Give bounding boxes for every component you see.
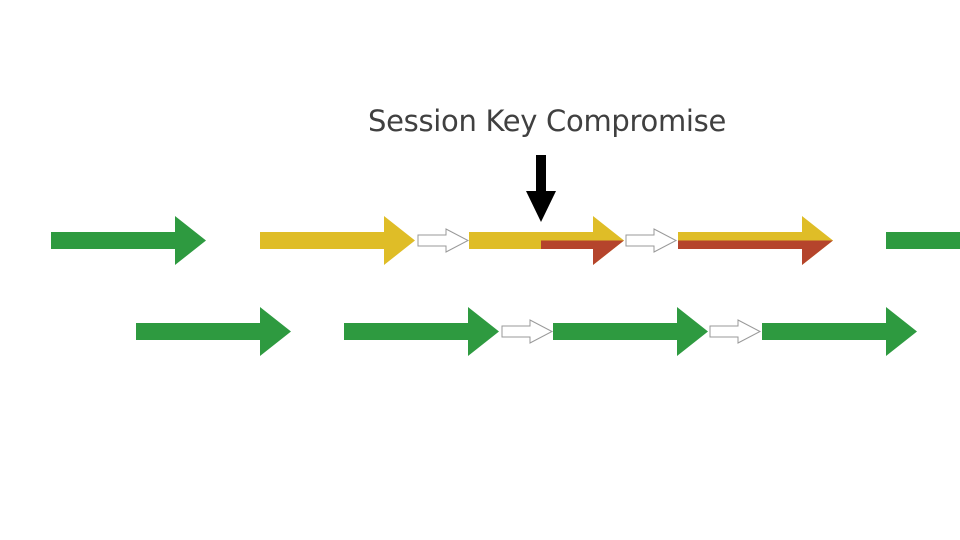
- red-compromised-arrow-part: [541, 240, 624, 265]
- down-pointer-arrow-icon: [526, 155, 556, 222]
- red-compromised-arrow-part: [678, 240, 833, 265]
- green-arrow: [344, 307, 499, 356]
- hollow-arrow: [709, 319, 762, 344]
- green-arrow: [136, 307, 291, 356]
- green-arrow: [886, 232, 960, 249]
- hollow-arrow: [417, 228, 470, 253]
- green-arrow: [553, 307, 708, 356]
- green-arrow: [762, 307, 917, 356]
- hollow-arrow: [501, 319, 554, 344]
- diagram-title: Session Key Compromise: [368, 104, 726, 138]
- hollow-arrow: [625, 228, 678, 253]
- green-arrow: [51, 216, 206, 265]
- yellow-arrow: [260, 216, 415, 265]
